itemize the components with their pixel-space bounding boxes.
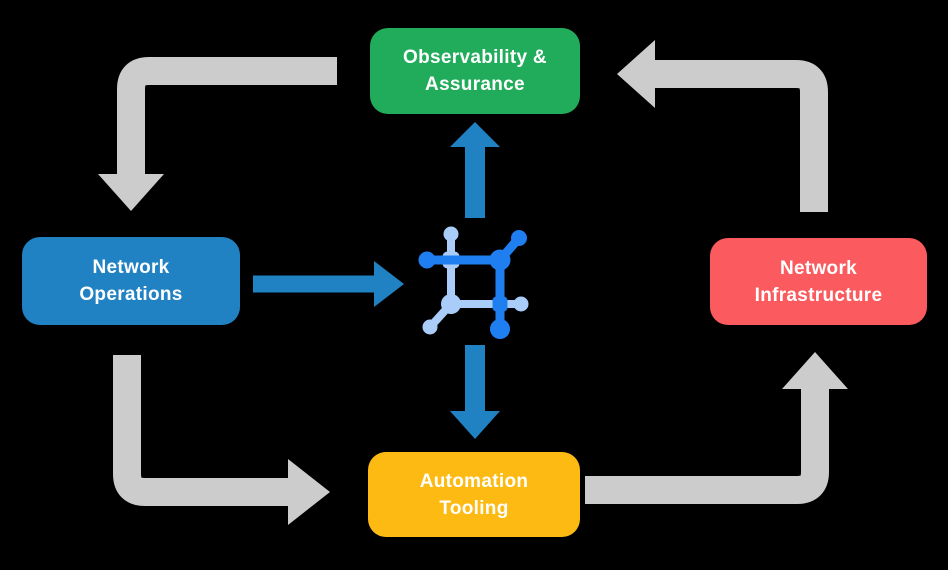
- node-network-operations: Network Operations: [22, 237, 240, 325]
- arrow-left-to-center: [253, 261, 404, 307]
- node-network-infrastructure: Network Infrastructure: [710, 238, 927, 325]
- arrow-right-to-top: [617, 40, 828, 212]
- node-label: Network Operations: [79, 257, 183, 305]
- node-automation-tooling: Automation Tooling: [368, 452, 580, 537]
- arrow-center-to-bottom: [450, 345, 500, 439]
- network-mesh-icon: [418, 226, 529, 339]
- node-label: Observability & Assurance: [403, 47, 547, 95]
- arrow-top-to-left: [98, 57, 337, 211]
- arrow-left-to-bottom: [113, 355, 330, 525]
- arrow-center-to-top: [450, 122, 500, 218]
- node-observability-assurance: Observability & Assurance: [370, 28, 580, 114]
- node-label: Network Infrastructure: [754, 257, 883, 306]
- node-label: Automation Tooling: [419, 470, 529, 519]
- arrow-bottom-to-right: [585, 352, 848, 504]
